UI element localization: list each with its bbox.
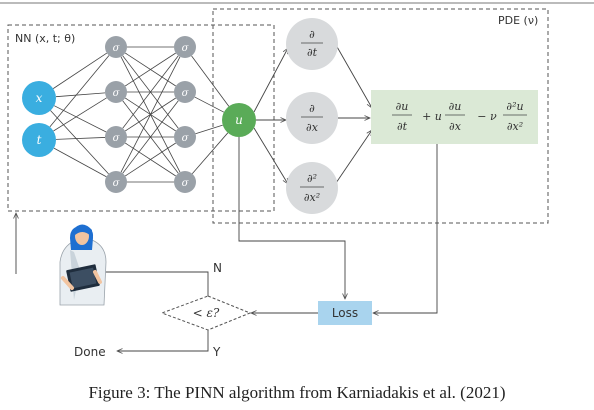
operator-dxx-num: ∂² (307, 172, 317, 185)
nn-edge (124, 52, 177, 87)
nn-edge (122, 55, 179, 129)
figure-caption: Figure 3: The PINN algorithm from Karnia… (88, 383, 506, 402)
nn-edge (53, 97, 107, 132)
hidden-node (174, 171, 196, 193)
pde-box (212, 8, 549, 224)
nn-edge (122, 100, 179, 174)
hidden-node (105, 171, 127, 193)
eq-minus-nu: − ν (477, 110, 497, 123)
nn-box (7, 24, 275, 212)
sigma-label: σ (182, 178, 190, 189)
input-node-x (22, 81, 56, 115)
nn-edge (53, 105, 107, 133)
decision-label: < ε? (193, 306, 220, 320)
sigma-label: σ (182, 88, 190, 99)
loss-connections (16, 137, 438, 351)
branch-yes-label: Y (212, 345, 221, 359)
eq-term1-num: ∂u (396, 100, 409, 113)
nn-edge (50, 110, 109, 175)
pde-equation-box (371, 90, 538, 144)
hidden-node (174, 81, 196, 103)
hidden-node (174, 36, 196, 58)
eq-term2-den: ∂x (449, 120, 462, 133)
nn-connections (49, 46, 230, 183)
decision-diamond (160, 295, 252, 331)
done-label: Done (74, 345, 106, 359)
hidden-node (105, 81, 127, 103)
sigma-label: σ (113, 178, 121, 189)
eq-term2-num: ∂u (449, 100, 462, 113)
eq-term3-den: ∂x² (507, 120, 523, 133)
nn-edge (194, 96, 225, 113)
input-node-t (22, 123, 56, 157)
operator-dx-den: ∂x (306, 121, 319, 134)
nn-edge (55, 137, 106, 140)
operator-connections (253, 44, 372, 184)
pde-label: PDE (ν) (498, 14, 538, 27)
nn-edge (53, 147, 107, 178)
sigma-label: σ (182, 133, 190, 144)
operator-dt-den: ∂t (307, 46, 318, 59)
eq-term1-den: ∂t (397, 120, 408, 133)
nn-edge (49, 55, 110, 128)
loss-box (318, 301, 372, 325)
hidden-node (105, 36, 127, 58)
operator-dxx (286, 162, 338, 214)
nn-edge (191, 132, 229, 174)
branch-no-label: N (213, 261, 222, 275)
output-u-label: u (235, 113, 243, 127)
nn-edge (195, 124, 223, 135)
operator-dx (286, 92, 338, 144)
nn-edge (55, 92, 106, 98)
nn-edge (52, 52, 108, 89)
eq-term3-num: ∂²u (506, 100, 523, 113)
input-t-label: t (37, 133, 42, 147)
operator-dt (286, 18, 338, 70)
operator-dxx-den: ∂x² (304, 191, 320, 204)
operator-dx-num: ∂ (309, 102, 315, 115)
sigma-label: σ (113, 88, 121, 99)
loss-label: Loss (332, 306, 358, 320)
eq-plus-u: + u (422, 110, 442, 123)
sigma-label: σ (113, 133, 121, 144)
nn-edge (191, 55, 230, 107)
sigma-label: σ (113, 43, 121, 54)
hidden-node (174, 126, 196, 148)
nn-edge (120, 56, 181, 173)
nn-label: NN (x, t; θ) (15, 32, 75, 45)
output-node-u (222, 103, 256, 137)
doctor-figure-icon (59, 224, 107, 306)
operator-dt-num: ∂ (309, 28, 315, 41)
nn-edge (124, 142, 177, 177)
hidden-node (105, 126, 127, 148)
sigma-label: σ (182, 43, 190, 54)
input-x-label: x (36, 91, 43, 105)
